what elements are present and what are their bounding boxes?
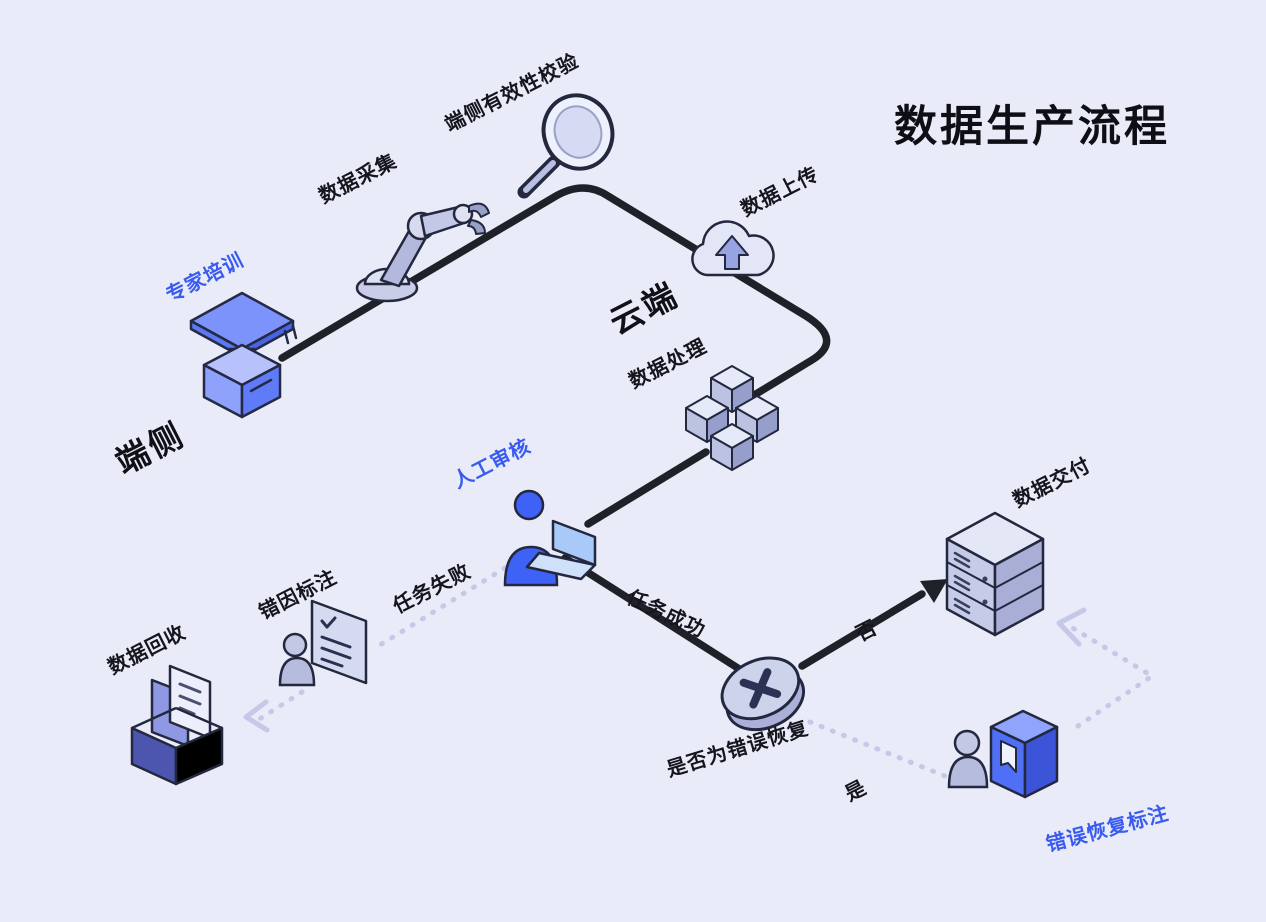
podium-icon	[185, 283, 300, 423]
page-title: 数据生产流程	[894, 103, 1170, 151]
edge-task-failed-line	[377, 565, 508, 648]
edge-no-line	[798, 590, 926, 670]
robot-arm-icon	[345, 180, 495, 310]
edge-yes-line	[807, 719, 948, 779]
edge-main-top-line	[278, 184, 831, 398]
recycle-box-icon	[118, 650, 238, 800]
edge-task-success-line	[561, 554, 748, 676]
person-laptop-icon	[495, 485, 610, 590]
cloud-upload-icon	[685, 205, 780, 295]
decision-x-icon	[715, 640, 810, 745]
person-book-icon	[945, 685, 1070, 810]
magnifier-icon	[510, 90, 625, 205]
arrow-to-recycle-icon	[243, 699, 270, 733]
arrow-to-delivery-icon	[1056, 607, 1087, 647]
arrow-to-server-icon	[920, 579, 948, 603]
edge-recovery-return-line	[1063, 621, 1157, 729]
edge-task-failed-line2	[255, 689, 305, 723]
edge-processing-to-review-line	[584, 448, 710, 528]
person-document-icon	[278, 585, 378, 705]
cubes-icon	[680, 358, 785, 473]
server-icon	[935, 505, 1055, 655]
